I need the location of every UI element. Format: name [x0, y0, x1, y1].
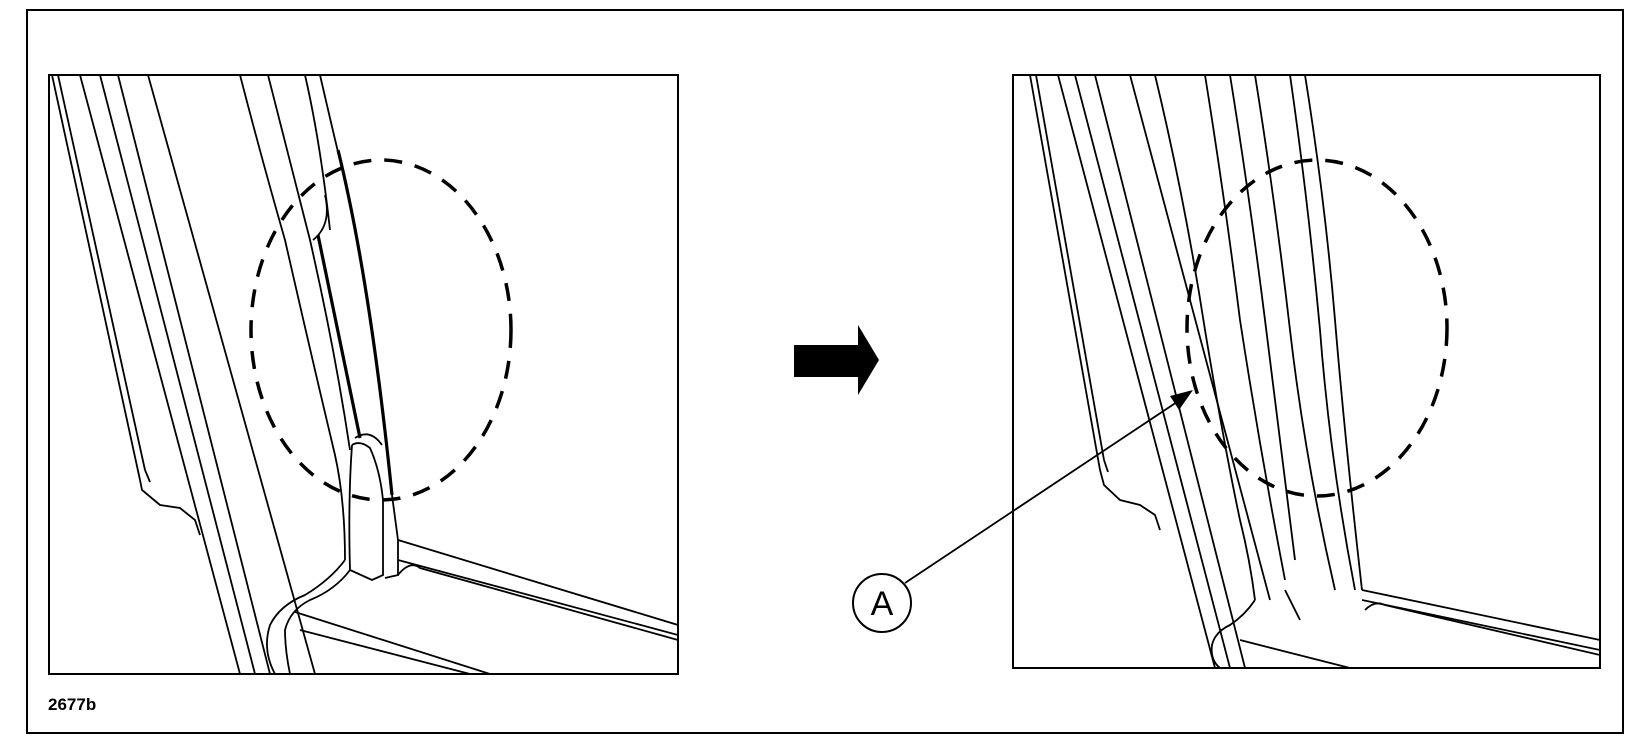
callout-label: A — [871, 585, 894, 623]
before-panel-border — [48, 74, 679, 675]
after-panel-border — [1012, 74, 1601, 669]
pillar-line — [51, 75, 141, 481]
after-panel — [1012, 74, 1601, 669]
direction-arrow-icon — [794, 325, 879, 395]
callout-a: A — [852, 390, 1193, 633]
leader-arrowhead-icon — [1170, 390, 1193, 410]
reference-code: 2677b — [48, 695, 96, 714]
detail-circle — [249, 158, 513, 502]
outer-frame — [26, 9, 1624, 734]
detail-circle — [1185, 158, 1449, 498]
before-panel — [48, 74, 679, 675]
